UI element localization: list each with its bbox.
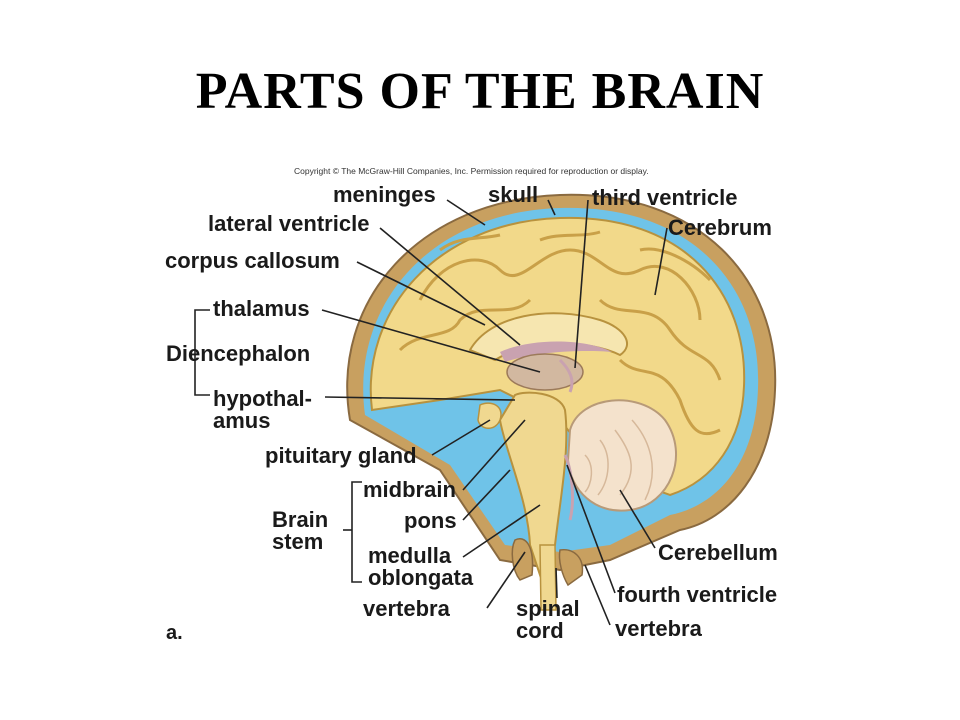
label-corpus-callosum: corpus callosum bbox=[165, 248, 340, 273]
cerebellum-folia bbox=[584, 419, 653, 501]
label-lateral-ventricle: lateral ventricle bbox=[208, 211, 370, 236]
label-diencephalon: Diencephalon bbox=[166, 341, 311, 366]
vertebra-right-shape bbox=[558, 548, 584, 587]
pituitary-shape bbox=[477, 402, 502, 429]
label-pituitary-gland: pituitary gland bbox=[265, 443, 417, 468]
label-pons: pons bbox=[404, 508, 457, 533]
lateral-ventricle-shape bbox=[500, 341, 612, 362]
label-midbrain: midbrain bbox=[363, 477, 456, 502]
label-skull: skull bbox=[488, 182, 539, 207]
third-ventricle-shape bbox=[558, 358, 574, 393]
label-vertebra-left: vertebra bbox=[363, 596, 450, 621]
copyright-notice: Copyright © The McGraw-Hill Companies, I… bbox=[294, 166, 649, 176]
label-meninges: meninges bbox=[333, 182, 436, 207]
spinal-cord-shape bbox=[539, 544, 557, 611]
brainstem-shape bbox=[498, 391, 568, 578]
label-thalamus: thalamus bbox=[213, 296, 310, 321]
label-third-ventricle: third ventricle bbox=[592, 185, 738, 210]
leader-lines bbox=[194, 199, 668, 626]
page-title: PARTS OF THE BRAIN bbox=[195, 63, 765, 120]
label-fourth-ventricle: fourth ventricle bbox=[617, 582, 778, 607]
label-brain-stem: Brain stem bbox=[272, 507, 329, 554]
label-medulla-oblongata: medulla oblongata bbox=[368, 543, 474, 590]
vertebra-left-shape bbox=[511, 538, 534, 581]
label-cerebellum: Cerebellum bbox=[658, 540, 778, 565]
panel-letter: a. bbox=[166, 622, 183, 644]
fourth-ventricle-shape bbox=[563, 454, 574, 521]
cerebellum-shape bbox=[566, 399, 677, 512]
label-spinal-cord: spinal cord bbox=[516, 596, 580, 643]
label-vertebra-right: vertebra bbox=[615, 616, 702, 641]
label-cerebrum: Cerebrum bbox=[668, 215, 772, 240]
label-hypothalamus: hypothal- amus bbox=[213, 386, 312, 433]
